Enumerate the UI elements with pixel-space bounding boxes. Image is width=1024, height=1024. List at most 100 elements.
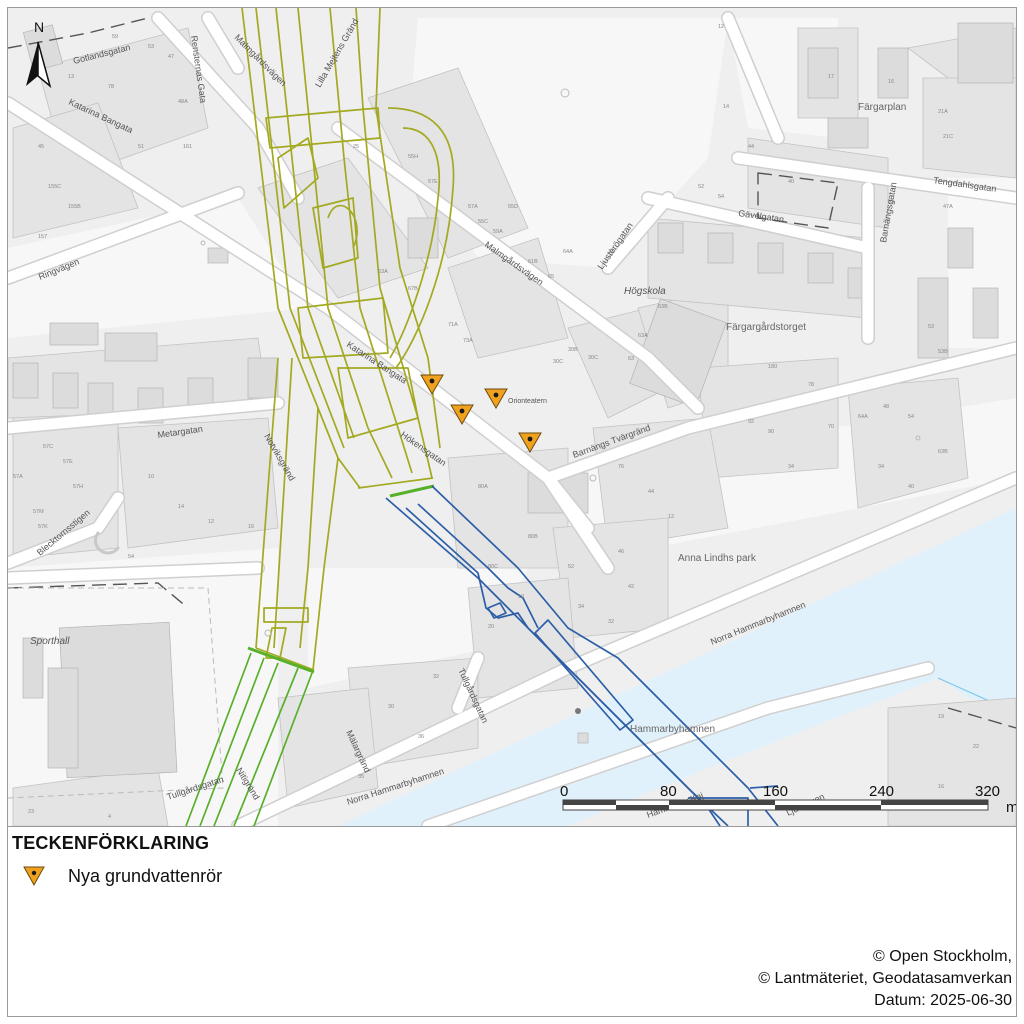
svg-text:157: 157 (38, 234, 47, 240)
svg-text:46: 46 (618, 549, 624, 555)
groundwater-marker-icon[interactable] (518, 432, 542, 453)
svg-text:55C: 55C (478, 219, 488, 225)
buoy-icon (575, 708, 581, 714)
svg-text:16: 16 (248, 524, 254, 530)
scale-label-80: 80 (660, 783, 677, 800)
svg-text:57K: 57K (38, 524, 48, 530)
svg-text:12: 12 (668, 514, 674, 520)
north-label: N (34, 19, 44, 35)
svg-text:57E: 57E (63, 459, 73, 465)
svg-text:54: 54 (128, 554, 134, 560)
svg-text:64A: 64A (858, 414, 868, 420)
svg-text:63B: 63B (658, 304, 668, 310)
svg-text:78: 78 (108, 84, 114, 90)
tunnel-olive-outlines (241, 8, 455, 671)
north-arrow: N (26, 19, 52, 89)
svg-text:14: 14 (178, 504, 184, 510)
groundwater-marker-icon[interactable] (450, 404, 474, 425)
label-fargargardstorget: Färgargårdstorget (726, 321, 806, 333)
svg-text:67B: 67B (408, 286, 418, 292)
svg-text:80C: 80C (488, 564, 498, 570)
svg-text:30: 30 (388, 704, 394, 710)
svg-text:70: 70 (828, 424, 834, 430)
tunnel-blue-outlines (385, 485, 779, 826)
svg-text:57A: 57A (468, 204, 478, 210)
svg-text:54: 54 (718, 194, 724, 200)
svg-text:73A: 73A (463, 338, 473, 344)
credit-open-stockholm: © Open Stockholm, (873, 948, 1012, 965)
groundwater-marker-icon[interactable] (484, 388, 508, 409)
water-hammarbyhamnen (338, 508, 1016, 826)
label-fargarplan: Färgarplan (858, 102, 906, 113)
map-canvas[interactable]: 59 53 47 13 78 48A 45 51 161 155C 155B 1… (8, 8, 1016, 827)
svg-text:57M: 57M (33, 509, 44, 515)
svg-text:59: 59 (112, 34, 118, 40)
svg-text:12: 12 (208, 519, 214, 525)
roads (8, 11, 1016, 826)
svg-text:180: 180 (768, 364, 777, 370)
tunnel-green-outlines (185, 484, 435, 826)
svg-text:34: 34 (578, 604, 584, 610)
groundwater-marker-icon[interactable] (420, 374, 444, 395)
svg-text:53: 53 (148, 44, 154, 50)
svg-text:55H: 55H (408, 154, 418, 160)
north-arrow-right-icon (37, 41, 52, 89)
map-svg[interactable]: 59 53 47 13 78 48A 45 51 161 155C 155B 1… (8, 8, 1016, 826)
svg-text:65: 65 (548, 274, 554, 280)
svg-text:19: 19 (938, 714, 944, 720)
svg-text:40: 40 (908, 484, 914, 490)
svg-text:20: 20 (488, 624, 494, 630)
scale-label-320: 320 (975, 783, 1000, 800)
svg-text:53B: 53B (938, 349, 948, 355)
svg-text:40: 40 (788, 179, 794, 185)
label-orionteatern: Orionteatern (508, 398, 547, 405)
svg-text:161: 161 (183, 144, 192, 150)
svg-text:78: 78 (808, 382, 814, 388)
svg-text:21C: 21C (943, 134, 953, 140)
poi-dots (200, 88, 921, 637)
svg-text:55D: 55D (508, 204, 518, 210)
svg-text:34: 34 (878, 464, 884, 470)
svg-text:25: 25 (353, 144, 359, 150)
svg-text:30C: 30C (588, 355, 598, 361)
credits: © Open Stockholm, © Lantmäteriet, Geodat… (758, 946, 1012, 1012)
label-sporthall: Sporthall (30, 636, 70, 647)
svg-text:21A: 21A (938, 109, 948, 115)
svg-text:13: 13 (608, 249, 614, 255)
svg-text:22: 22 (973, 744, 979, 750)
place-labels: Färgarplan Högskola Färgargårdstorget Or… (30, 102, 906, 735)
svg-text:17: 17 (828, 74, 834, 80)
label-hammarbyhamnen: Hammarbyhamnen (630, 724, 715, 735)
svg-text:92: 92 (748, 419, 754, 425)
svg-text:23: 23 (28, 809, 34, 815)
svg-text:76: 76 (618, 464, 624, 470)
svg-text:47A: 47A (943, 204, 953, 210)
svg-text:14: 14 (723, 104, 729, 110)
svg-text:63: 63 (628, 356, 634, 362)
credit-lantmateriet: © Lantmäteriet, Geodatasamverkan (758, 970, 1012, 987)
svg-text:64A: 64A (563, 249, 573, 255)
svg-text:32: 32 (433, 674, 439, 680)
svg-text:155C: 155C (48, 184, 61, 190)
svg-text:71A: 71A (448, 322, 458, 328)
svg-text:155B: 155B (68, 204, 81, 210)
svg-text:63A: 63A (638, 333, 648, 339)
svg-text:10: 10 (518, 594, 524, 600)
svg-text:52: 52 (568, 564, 574, 570)
sporthall-boundary (8, 587, 224, 799)
label-anna-lindhs-park: Anna Lindhs park (678, 553, 757, 564)
svg-text:35: 35 (358, 774, 364, 780)
svg-text:32: 32 (608, 619, 614, 625)
legend-panel: TECKENFÖRKLARING Nya grundvattenrör © Op… (8, 827, 1016, 1016)
svg-text:61B: 61B (528, 259, 538, 265)
legend-item-grundvattenror: Nya grundvattenrör (22, 865, 222, 887)
dashed-boundaries (8, 17, 1016, 729)
svg-text:55: 55 (888, 199, 894, 205)
svg-text:42: 42 (628, 584, 634, 590)
svg-text:57A: 57A (13, 474, 23, 480)
svg-text:59A: 59A (493, 229, 503, 235)
svg-text:36: 36 (418, 734, 424, 740)
svg-text:53: 53 (928, 324, 934, 330)
orange-triangle-marker-icon (23, 866, 45, 887)
svg-text:54: 54 (908, 414, 914, 420)
